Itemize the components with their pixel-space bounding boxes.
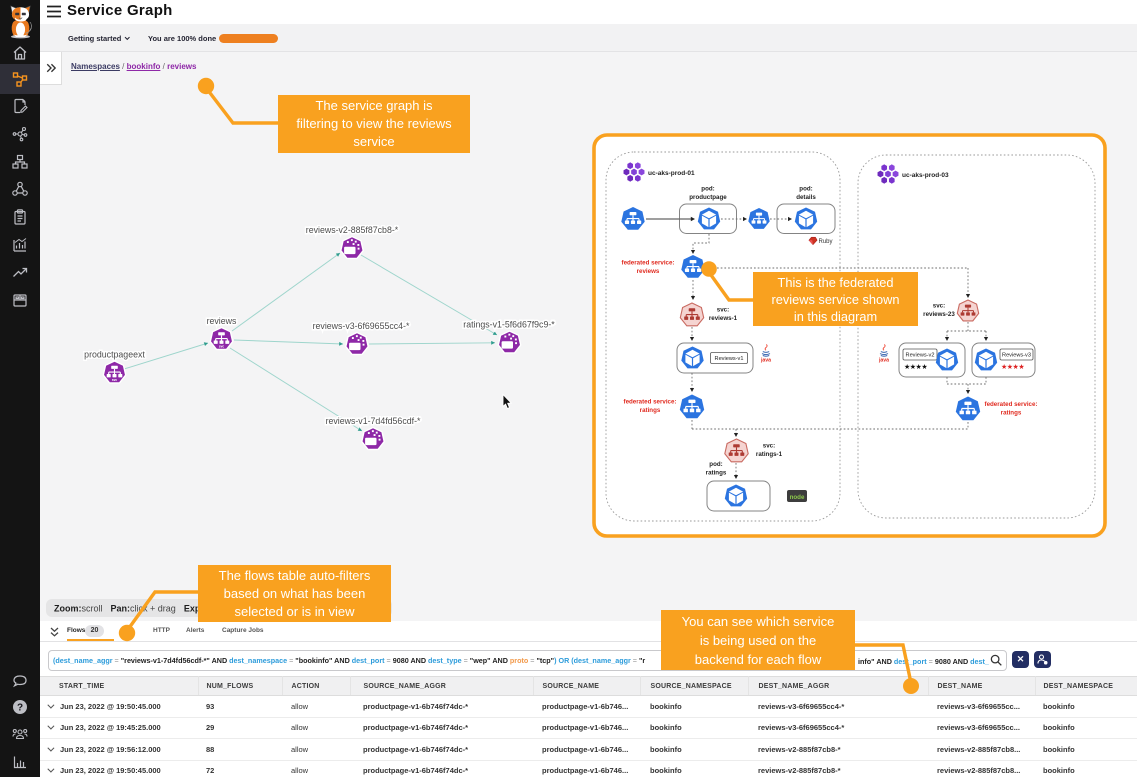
svg-text:★★★★: ★★★★ (904, 363, 927, 371)
svg-text:pod:: pod: (799, 186, 812, 193)
svg-text:ratings-v1-5f6d67f9c9-*: ratings-v1-5f6d67f9c9-* (463, 320, 555, 330)
svg-text:uc-aks-prod-03: uc-aks-prod-03 (902, 172, 949, 179)
svg-text:uc-aks-prod-01: uc-aks-prod-01 (648, 170, 695, 177)
svg-text:pod:: pod: (709, 461, 722, 468)
svg-text:★★★★: ★★★★ (1001, 363, 1024, 371)
svg-text:ratings-1: ratings-1 (756, 451, 783, 458)
svg-text:?: ? (17, 703, 23, 714)
svg-text:svc:: svc: (763, 443, 775, 450)
svg-text:Reviews-v2: Reviews-v2 (906, 353, 935, 359)
svg-text:reviews-v1-7d4fd56cdf-*: reviews-v1-7d4fd56cdf-* (326, 416, 421, 426)
svg-text:svc:: svc: (717, 307, 729, 314)
svg-text:Reviews-v3: Reviews-v3 (1002, 353, 1031, 359)
svg-text:productpage: productpage (689, 194, 727, 201)
svg-text:reviews: reviews (207, 316, 237, 326)
svg-text:details: details (796, 194, 816, 201)
svg-text:ratings: ratings (706, 470, 727, 477)
svg-text:federated service:: federated service: (622, 260, 675, 267)
svg-text:svc: svc (112, 378, 118, 382)
svg-text:svc:: svc: (933, 303, 945, 310)
svg-text:reviews-23: reviews-23 (923, 311, 955, 318)
svg-text:ratings: ratings (640, 407, 661, 414)
svg-text:ratings: ratings (1001, 410, 1022, 417)
svg-text:federated service:: federated service: (985, 401, 1038, 408)
svg-text:svc: svc (219, 345, 225, 349)
svg-text:reviews-1: reviews-1 (709, 315, 738, 322)
svg-text:node: node (790, 494, 805, 501)
svg-text:Reviews-v1: Reviews-v1 (715, 356, 744, 362)
svg-text:pod:: pod: (701, 186, 714, 193)
svg-text:reviews-v3-6f69655cc4-*: reviews-v3-6f69655cc4-* (313, 321, 410, 331)
svg-text:reviews: reviews (637, 268, 660, 275)
svg-text:Ruby: Ruby (819, 239, 833, 245)
svg-text:java: java (878, 358, 889, 364)
svg-text:productpageext: productpageext (84, 350, 145, 360)
svg-text:reviews-v2-885f87cb8-*: reviews-v2-885f87cb8-* (306, 225, 399, 235)
svg-text:java: java (760, 358, 771, 364)
svg-text:federated service:: federated service: (624, 399, 677, 406)
